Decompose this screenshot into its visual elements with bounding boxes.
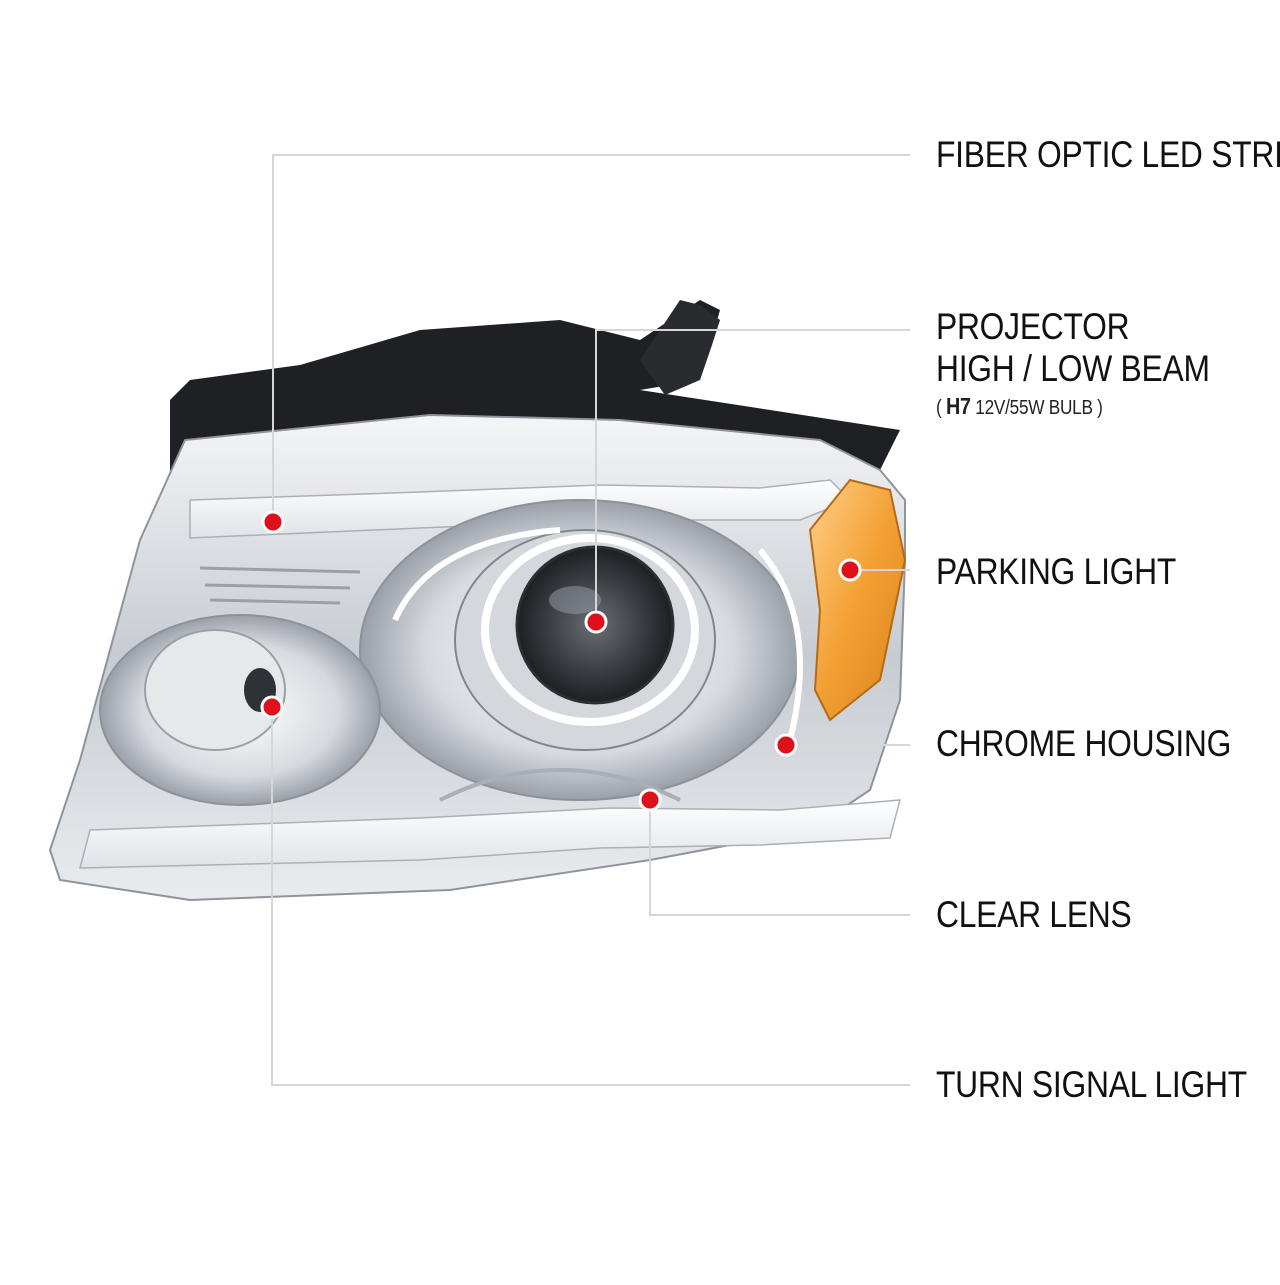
bulb-type: H7 [945, 393, 971, 419]
leader-lines [271, 154, 910, 1086]
marker-chrome-housing [774, 733, 798, 757]
marker-parking-light [838, 558, 862, 582]
bulb-note-open: ( [936, 397, 946, 419]
marker-projector [584, 610, 608, 634]
marker-clear-lens [638, 788, 662, 812]
label-projector: PROJECTOR [936, 306, 1130, 347]
marker-fiber-optic [261, 510, 285, 534]
leader-line-projector [595, 329, 910, 622]
label-fiber-optic-led-strips: FIBER OPTIC LED STRIPS [936, 134, 1280, 175]
leader-line-fiber-optic [272, 154, 910, 522]
fiber-optic-strip-bottom [79, 799, 901, 869]
projector-halo-ring [481, 534, 699, 726]
marker-turn-signal [260, 695, 284, 719]
leader-line-clear-lens [649, 800, 910, 916]
bulb-spec: 12V/55W BULB ) [970, 397, 1103, 419]
label-high-low-beam: HIGH / LOW BEAM [936, 348, 1210, 389]
label-turn-signal-light: TURN SIGNAL LIGHT [936, 1064, 1247, 1105]
label-chrome-housing: CHROME HOUSING [936, 723, 1232, 764]
amber-parking-lens [808, 478, 907, 722]
leader-line-turn-signal [271, 707, 910, 1086]
label-parking-light: PARKING LIGHT [936, 551, 1177, 592]
callout-markers [260, 510, 862, 812]
mounting-tab [640, 300, 720, 395]
label-bulb-note: ( H7 12V/55W BULB ) [936, 394, 1103, 420]
label-clear-lens: CLEAR LENS [936, 894, 1132, 935]
